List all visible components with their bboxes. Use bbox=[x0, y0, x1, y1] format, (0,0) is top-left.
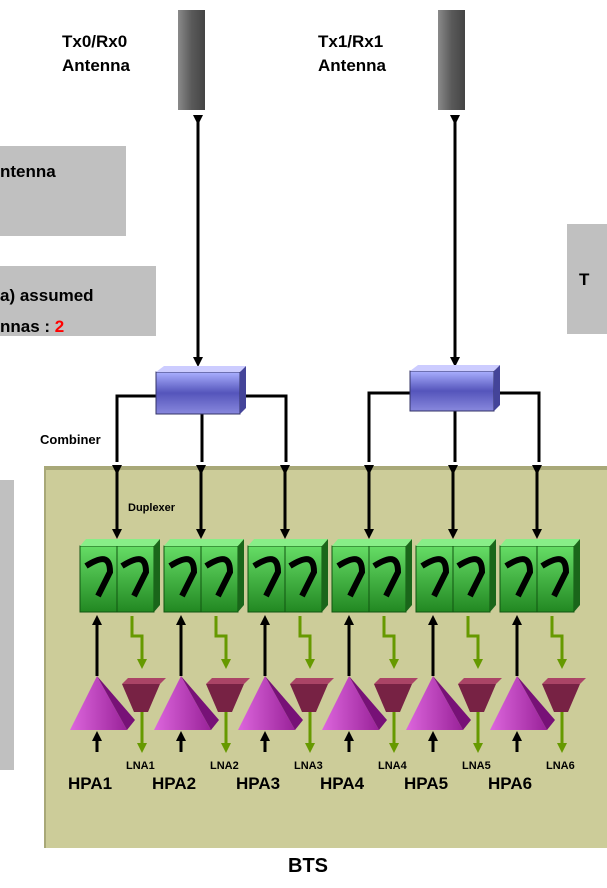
lna-label-4: LNA4 bbox=[378, 760, 407, 772]
lna-3 bbox=[290, 678, 334, 712]
bts-label: BTS bbox=[288, 855, 328, 877]
duplexer-1 bbox=[79, 539, 160, 613]
hpa-label-5: HPA5 bbox=[404, 774, 449, 793]
combiner-1 bbox=[409, 365, 500, 412]
combiner-0 bbox=[155, 366, 246, 415]
antenna1-label-line1: Tx1/Rx1 bbox=[318, 32, 384, 51]
combiner-wiring bbox=[115, 391, 541, 462]
info-box-antenna-text: ntenna bbox=[0, 162, 56, 181]
rx-path-4 bbox=[382, 616, 399, 669]
info-box-right: T bbox=[567, 224, 607, 334]
hpa-3 bbox=[238, 676, 303, 730]
hpa-label-4: HPA4 bbox=[320, 774, 365, 793]
antenna1-label-line2: Antenna bbox=[318, 56, 386, 75]
info-box-right-text: T bbox=[579, 270, 590, 289]
lna-label-1: LNA1 bbox=[126, 760, 155, 772]
bts-enclosure bbox=[44, 466, 607, 848]
hpa-2 bbox=[154, 676, 219, 730]
hpa-5 bbox=[406, 676, 471, 730]
lna-1 bbox=[122, 678, 166, 712]
transceiver-chain-6 bbox=[490, 465, 586, 753]
transceiver-chain-2 bbox=[154, 465, 250, 753]
antennas-count-prefix: nnas : bbox=[0, 317, 55, 336]
duplexer-label: Duplexer bbox=[128, 502, 176, 514]
duplexer-3 bbox=[247, 539, 328, 613]
combiner-label: Combiner bbox=[40, 432, 101, 447]
lna-5 bbox=[458, 678, 502, 712]
rx-path-3 bbox=[298, 616, 315, 669]
rx-path-6 bbox=[550, 616, 567, 669]
rx-path-1 bbox=[130, 616, 147, 669]
hpa-6 bbox=[490, 676, 555, 730]
antenna0-label-line1: Tx0/Rx0 bbox=[62, 32, 128, 51]
hpa-label-2: HPA2 bbox=[152, 774, 197, 793]
duplexer-2 bbox=[163, 539, 244, 613]
hpa-1 bbox=[70, 676, 135, 730]
duplexer-5 bbox=[415, 539, 496, 613]
hpa-label-6: HPA6 bbox=[488, 774, 533, 793]
duplexer-4 bbox=[331, 539, 412, 613]
antenna0-label-line2: Antenna bbox=[62, 56, 130, 75]
lna-label-6: LNA6 bbox=[546, 760, 575, 772]
transceiver-chain-1 bbox=[70, 465, 166, 753]
antenna-0 bbox=[178, 10, 205, 110]
hpa-label-3: HPA3 bbox=[236, 774, 281, 793]
lna-6 bbox=[542, 678, 586, 712]
rx-path-2 bbox=[214, 616, 231, 669]
antennas-count-value: 2 bbox=[54, 317, 65, 336]
info-box-assumed: a) assumed nnas : 2 bbox=[0, 266, 156, 336]
rx-path-5 bbox=[466, 616, 483, 669]
duplexer-6 bbox=[499, 539, 580, 613]
transceiver-chain-3 bbox=[238, 465, 334, 753]
lna-2 bbox=[206, 678, 250, 712]
info-box-assumed-line1: a) assumed bbox=[0, 286, 94, 305]
info-box-left-lower bbox=[0, 480, 14, 770]
lna-4 bbox=[374, 678, 418, 712]
lna-label-3: LNA3 bbox=[294, 760, 323, 772]
transceiver-chain-5 bbox=[406, 465, 502, 753]
info-box-antenna: ntenna bbox=[0, 146, 126, 236]
lna-label-5: LNA5 bbox=[462, 760, 491, 772]
antenna-1 bbox=[438, 10, 465, 110]
info-box-antennas-count: nnas : 2 bbox=[0, 317, 64, 337]
lna-label-2: LNA2 bbox=[210, 760, 239, 772]
transceiver-chain-4 bbox=[322, 465, 418, 753]
hpa-label-1: HPA1 bbox=[68, 774, 113, 793]
hpa-4 bbox=[322, 676, 387, 730]
